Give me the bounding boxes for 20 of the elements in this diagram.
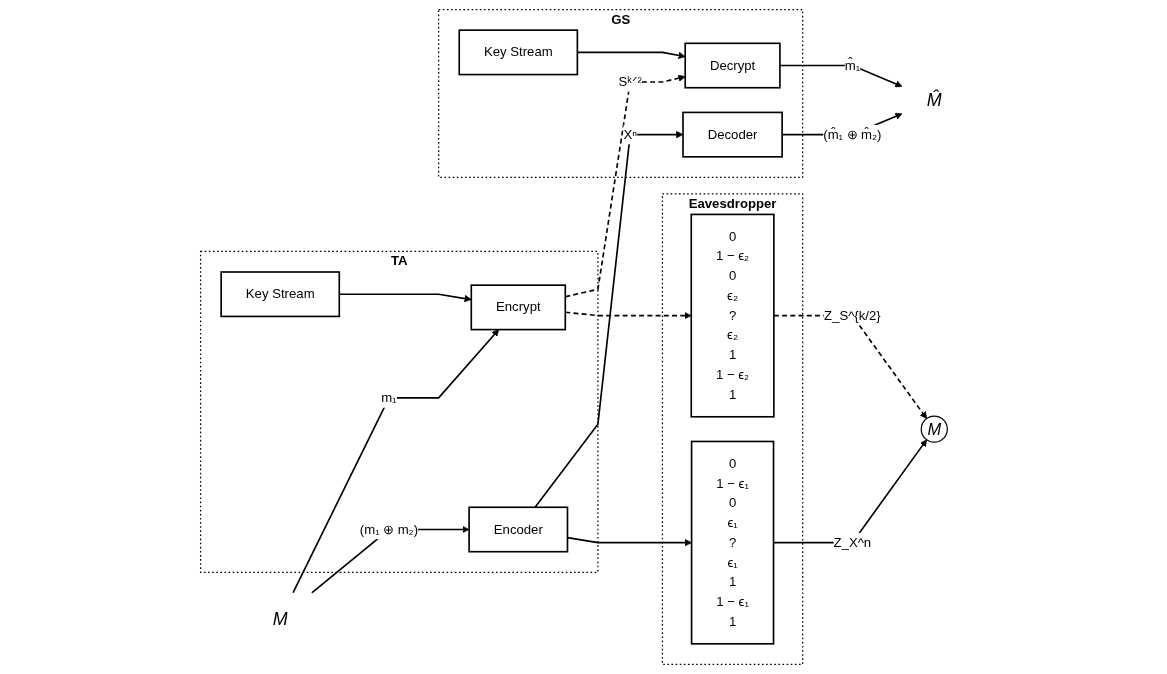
node-box: Key Stream: [458, 29, 579, 76]
edge-label: m̂₁: [844, 58, 861, 73]
node-circle: M: [920, 415, 948, 443]
arrow: [779, 64, 903, 88]
node-box: 0 1 − ϵ₁ 0 ϵ₁ ? ϵ₁ 1 1 − ϵ₁ 1: [690, 440, 775, 645]
edge-label: (m̂₁ ⊕ m̂₂): [823, 127, 882, 142]
node-text: M: [272, 608, 288, 630]
edge-label: (m₁ ⊕ m₂): [359, 522, 419, 537]
node-box: Encoder: [468, 506, 569, 553]
node-box: Decoder: [682, 111, 783, 158]
edge-label: Sᵏᐟ²: [618, 74, 642, 89]
edge-label: Xⁿ: [623, 127, 637, 142]
node-box: Key Stream: [220, 271, 341, 318]
node-box: Decrypt: [684, 42, 781, 89]
node-box: Encrypt: [470, 284, 567, 331]
node-text: M̂: [926, 89, 942, 111]
edge-label: m₁: [381, 390, 397, 405]
edge-label: Z_X^n: [833, 535, 872, 550]
node-box: 0 1 − ϵ₂ 0 ϵ₂ ? ϵ₂ 1 1 − ϵ₂ 1: [690, 213, 775, 418]
edge-label: Z_S^{k/2}: [823, 308, 881, 323]
